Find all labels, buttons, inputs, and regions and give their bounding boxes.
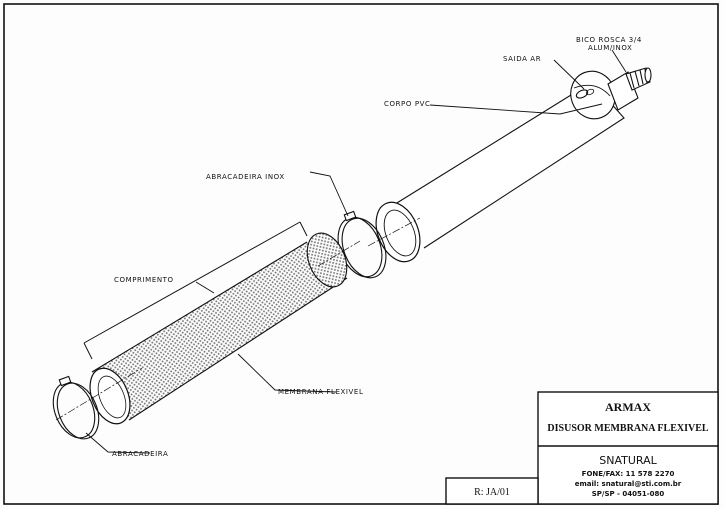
stainless-clamp: [337, 210, 387, 279]
label-stainless-clamp: ABRACADEIRA INOX: [206, 173, 285, 181]
left-clamp: [52, 375, 100, 440]
drawing-border: [3, 3, 719, 505]
leader-lines: [85, 49, 627, 454]
pvc-body-front-rim: [375, 201, 421, 263]
title-block-subtitle: DISUSOR MEMBRANA FLEXIVEL: [547, 423, 708, 434]
title-block: [445, 391, 719, 505]
length-dimension: [83, 221, 308, 360]
revision-code: R: JA/01: [474, 487, 510, 498]
label-length: COMPRIMENTO: [114, 276, 174, 284]
label-air-outlet: SAIDA AR: [503, 55, 541, 63]
title-block-address: SP/SP - 04051-080: [592, 490, 665, 498]
label-pvc-body: CORPO PVC: [384, 100, 431, 108]
title-block-phone: FONE/FAX: 11 578 2270: [582, 470, 675, 478]
title-block-title: ARMAX: [605, 400, 651, 414]
threaded-nozzle: [607, 67, 652, 111]
pvc-body: [391, 70, 625, 249]
label-threaded-nozzle: BICO ROSCA 3/4: [576, 36, 642, 44]
label-flexible-membrane: MEMBRANA FLEXIVEL: [278, 388, 363, 396]
title-block-email: email: snatural@sti.com.br: [575, 480, 682, 488]
center-axis: [55, 217, 421, 421]
flexible-membrane: [89, 232, 348, 425]
air-outlet-hole: [575, 89, 589, 99]
label-clamp: ABRACADEIRA: [112, 450, 168, 458]
title-block-company: SNATURAL: [599, 454, 657, 467]
label-threaded-nozzle-material: ALUM/INOX: [588, 44, 632, 52]
